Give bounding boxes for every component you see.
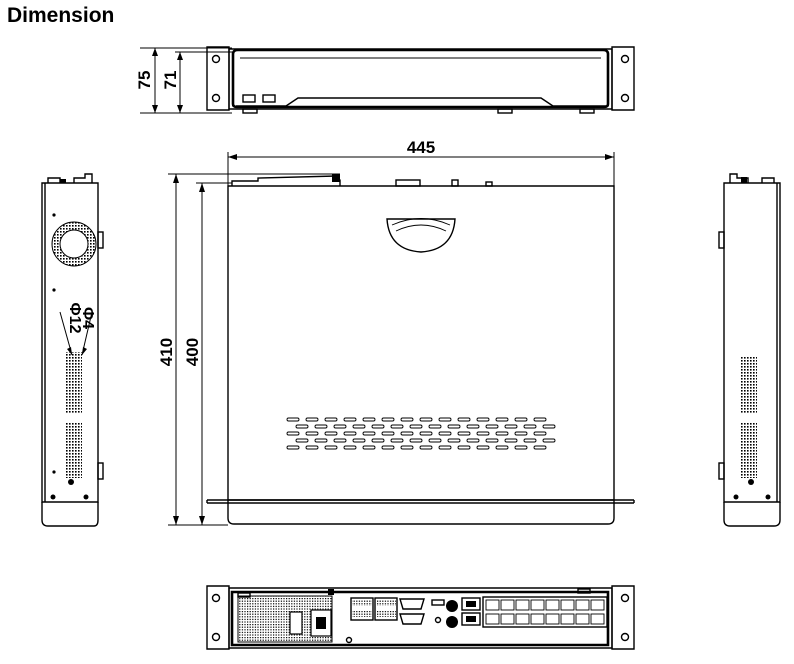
rear-alarm-terminal-2[interactable]: [374, 597, 398, 621]
dim-width: 445: [407, 138, 435, 157]
front-usb-port-1: [242, 94, 256, 103]
front-right-ear-hole-bottom: [620, 93, 630, 103]
dim-height-body: 71: [161, 71, 180, 90]
rear-poe-ports[interactable]: [482, 596, 608, 628]
rear-panel: [230, 590, 610, 647]
dim-hole-small: Φ4: [79, 307, 96, 329]
dim-depth-body: 400: [183, 338, 202, 366]
left-side-view: Φ12 Φ4: [41, 173, 104, 527]
front-view: 75 71: [135, 46, 635, 114]
top-rear-connector: [395, 179, 421, 187]
front-right-ear-hole-top: [620, 54, 630, 64]
top-view: 445: [157, 138, 635, 526]
rear-audio-in[interactable]: [446, 616, 458, 628]
right-side-bezel: [723, 502, 781, 527]
top-rear-bracket: [231, 175, 341, 186]
rear-vga-port[interactable]: [399, 598, 425, 610]
rear-view: [206, 585, 635, 650]
front-usb-port-2: [262, 94, 276, 103]
rear-hdmi-port[interactable]: [431, 599, 445, 606]
diagram-title: Dimension: [7, 4, 115, 27]
front-foot-mid: [497, 108, 513, 114]
dim-height-overall: 75: [135, 71, 154, 90]
rear-audio-out[interactable]: [446, 600, 458, 612]
rear-serial-port[interactable]: [399, 613, 425, 625]
right-side-vent-upper: [741, 356, 757, 414]
front-left-ear-hole-bottom: [211, 93, 221, 103]
front-foot-right: [579, 108, 595, 114]
dim-hole-large: Φ12: [66, 303, 83, 334]
right-side-vent-lower: [741, 422, 757, 478]
front-foot-left: [242, 108, 258, 114]
left-side-vent-upper: [66, 352, 82, 414]
dim-depth-overall: 410: [157, 338, 176, 366]
front-left-rack-ear: [206, 46, 230, 111]
rear-chassis: [228, 587, 613, 649]
front-left-ear-hole-top: [211, 54, 221, 64]
left-side-bezel: [41, 502, 99, 527]
top-lid-latch: [386, 218, 456, 253]
rear-esata-port[interactable]: [461, 612, 481, 626]
rear-power-switch[interactable]: [289, 611, 303, 635]
top-vent-grille: [286, 417, 556, 450]
rear-alarm-terminal-1[interactable]: [350, 597, 374, 621]
rear-lan-port[interactable]: [461, 597, 481, 611]
front-bezel-strip: [236, 97, 606, 107]
top-chassis-body: [227, 185, 615, 501]
left-side-vent-lower: [66, 422, 82, 478]
top-front-bezel: [227, 500, 615, 525]
front-panel: [231, 48, 610, 109]
right-side-view: [718, 173, 781, 527]
rear-left-rack-ear: [206, 585, 230, 650]
